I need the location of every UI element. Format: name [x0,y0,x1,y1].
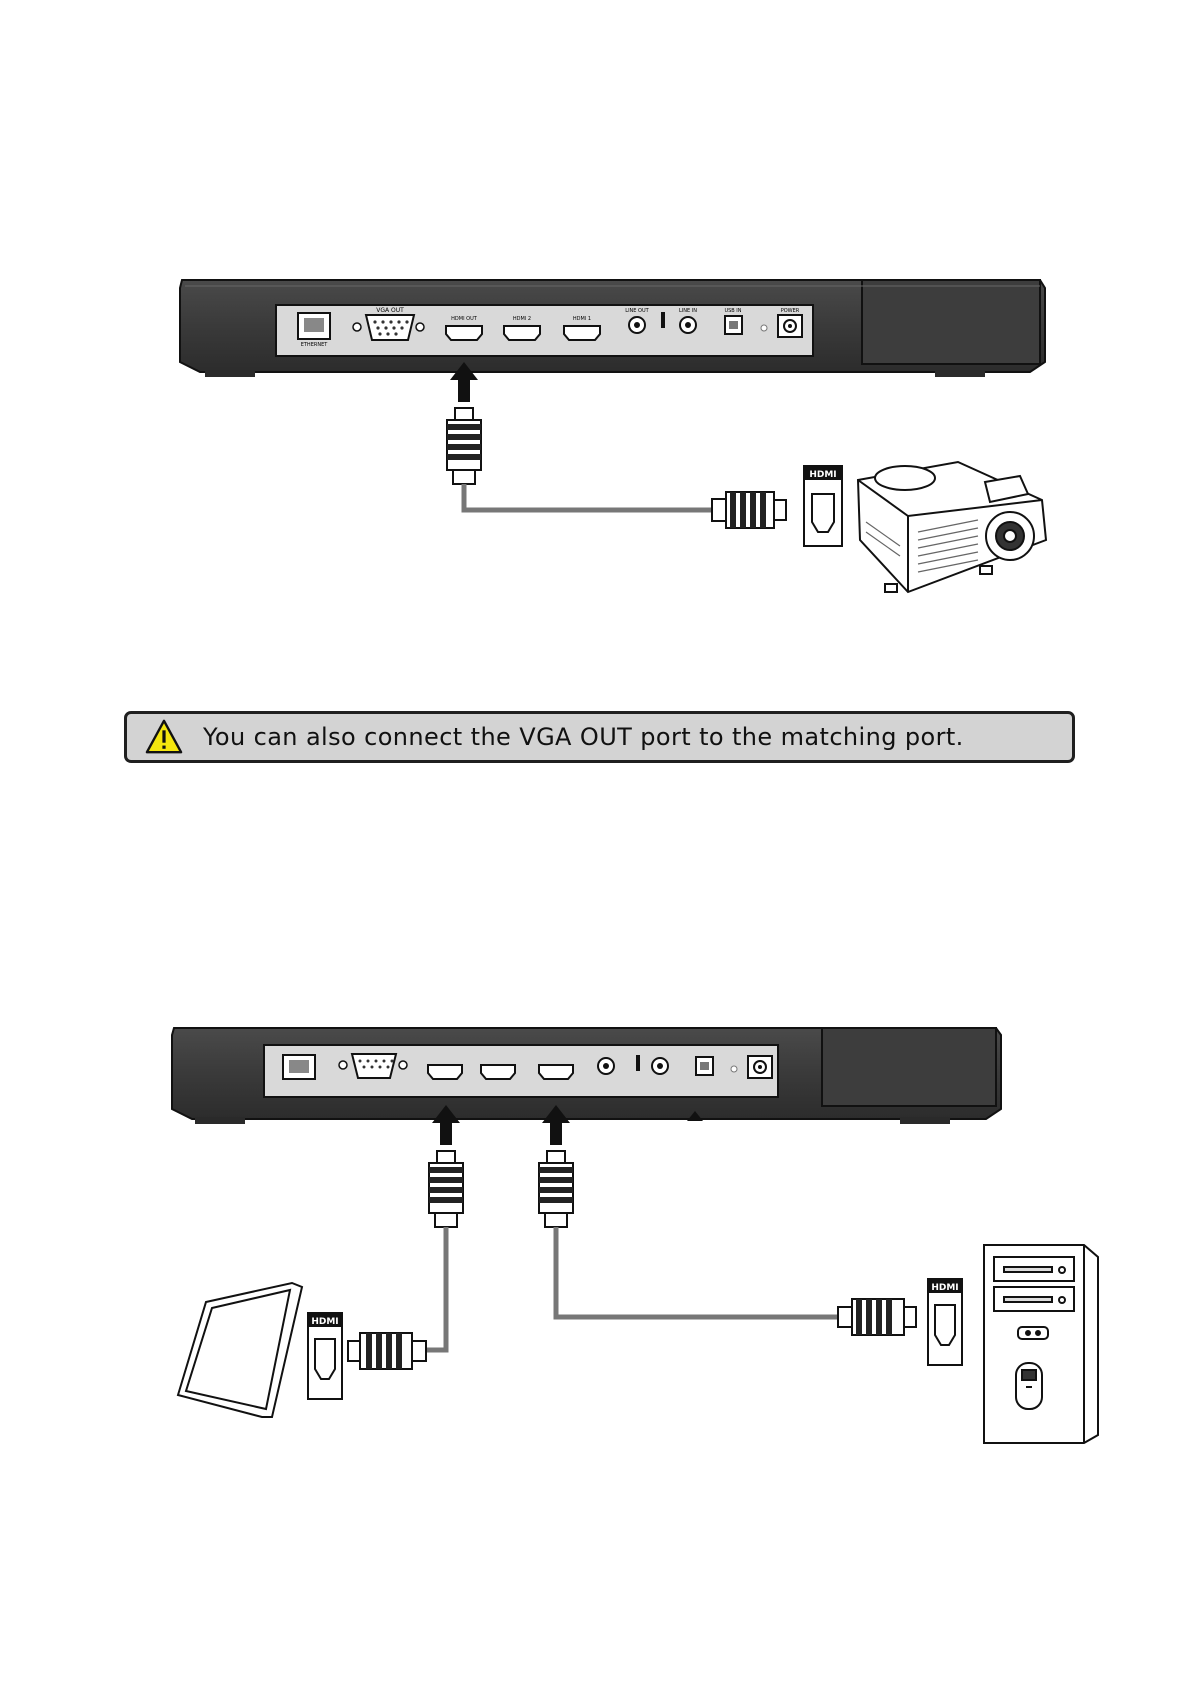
vga-port-label: VGA OUT [376,307,404,314]
usb-port-label: USB IN [724,308,741,314]
warning-icon [145,718,183,756]
hdmi-2-port-label: HDMI 2 [513,316,531,322]
projector-icon [858,462,1046,592]
hdmi-out-port-icon [428,1065,462,1079]
line-out-jack-icon [598,1058,614,1074]
line-out-label: LINE OUT [625,308,649,314]
hdmi-1-port-icon [539,1065,573,1079]
hdmi-socket-icon: HDMI [804,466,842,546]
av-switch-device [172,1028,1001,1124]
hdmi-plug-icon [539,1151,573,1227]
line-in-label: LINE IN [679,308,697,314]
hdmi-socket-icon: HDMI [928,1279,962,1365]
power-jack-icon [748,1056,772,1078]
hdmi-socket-icon: HDMI [308,1313,342,1399]
hdmi-plug-icon [712,492,786,528]
hdmi-cable [556,1227,838,1317]
tablet-icon [178,1283,302,1417]
lan-port-label: ETHERNET [301,342,329,348]
hdmi-plug-icon [838,1299,916,1335]
hdmi-out-port-icon: HDMI OUT [446,316,482,340]
power-port-label: POWER [781,308,800,314]
hdmi-socket-label: HDMI [311,1317,338,1327]
line-in-jack-icon [652,1058,668,1074]
figure-hdmi-out-projector: ETHERNET VGA OUT HDMI OUT HDMI 2 HDMI 1 … [0,270,1191,610]
hdmi-socket-label: HDMI [809,470,836,480]
figure-hdmi-in-sources: HDMI HDMI [0,1025,1191,1445]
hdmi-out-port-label: HDMI OUT [451,316,478,322]
hdmi-plug-icon [429,1151,463,1227]
hdmi-cable [464,484,712,510]
hdmi-socket-label: HDMI [931,1283,958,1293]
ethernet-port-icon [283,1055,315,1079]
ethernet-port-icon: ETHERNET [298,313,330,348]
hdmi-2-port-icon [481,1065,515,1079]
hdmi-cable [424,1227,446,1350]
hdmi-plug-icon [447,408,481,484]
usb-port-icon: USB IN [724,308,742,334]
hdmi-1-port-label: HDMI 1 [573,316,591,322]
usb-port-icon [696,1057,713,1075]
note-box: You can also connect the VGA OUT port to… [124,711,1075,763]
hdmi-plug-icon [348,1333,426,1369]
line-in-jack-icon: LINE IN [679,308,697,333]
av-switch-device: ETHERNET VGA OUT HDMI OUT HDMI 2 HDMI 1 … [180,280,1045,377]
note-text: You can also connect the VGA OUT port to… [203,723,964,751]
power-jack-icon: POWER [778,308,802,337]
desktop-pc-icon [984,1245,1098,1443]
